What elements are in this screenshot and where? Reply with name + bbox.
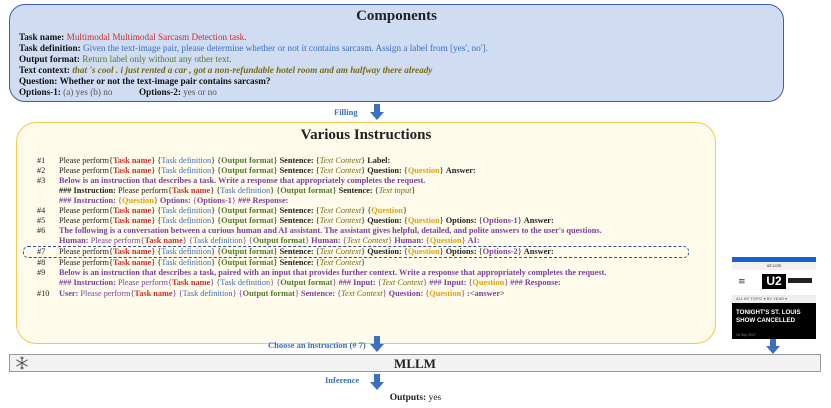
text-context-value: that 's cool . i just rented a car , got… bbox=[72, 65, 433, 75]
instruction-number: #10 bbox=[37, 289, 50, 298]
menu-icon: ≡ bbox=[738, 277, 746, 287]
instruction-item: Human: Please perform{Task name} {Task d… bbox=[37, 236, 480, 246]
instruction-text: Human: Please perform{Task name} {Task d… bbox=[59, 236, 480, 245]
instruction-number: #2 bbox=[37, 166, 46, 175]
instruction-number: #1 bbox=[37, 156, 46, 165]
task-name-label: Task name: bbox=[19, 32, 65, 42]
instruction-text: ### Instruction: Please perform{Task nam… bbox=[59, 186, 416, 195]
outputs: Outputs: yes bbox=[0, 393, 831, 403]
component-text-context: Text context: that 's cool . i just rent… bbox=[19, 65, 432, 76]
outputs-label: Outputs: bbox=[389, 393, 427, 403]
text-context-label: Text context: bbox=[19, 65, 70, 75]
instruction-item: #10 User: Please perform{Task name} {Task… bbox=[37, 289, 505, 299]
down-arrow-icon bbox=[370, 336, 384, 352]
instruction-text: ### Instruction: Please perform{Task nam… bbox=[59, 278, 561, 287]
question-label: Question: bbox=[19, 76, 58, 86]
header-tag bbox=[788, 278, 812, 283]
component-output-format: Output format: Return label only without… bbox=[19, 54, 232, 65]
instruction-text: Below is an instruction that describes a… bbox=[59, 176, 426, 185]
instruction-item: #3 Below is an instruction that describes… bbox=[37, 176, 425, 186]
output-format-label: Output format: bbox=[19, 54, 80, 64]
mllm-label: MLLM bbox=[394, 356, 436, 371]
url-bar: u2.com bbox=[732, 262, 816, 270]
instruction-text: ### Instruction: {Question} Options: {Op… bbox=[59, 196, 289, 205]
options1-value: (a) yes (b) no bbox=[63, 87, 113, 97]
instruction-item: #4 Please perform{Task name} {Task defini… bbox=[37, 206, 407, 216]
filling-label: Filling bbox=[334, 107, 358, 117]
instruction-number: #9 bbox=[37, 268, 46, 277]
output-format-value: Return label only without any other text… bbox=[82, 54, 232, 64]
component-task-name: Task name: Multimodal Multimodal Sarcasm… bbox=[19, 32, 247, 43]
question-value: Whether or not the text-image pair conta… bbox=[59, 76, 271, 86]
component-options: Options-1: (a) yes (b) no Options-2: yes… bbox=[19, 87, 217, 98]
instruction-text: Please perform{Task name} {Task definiti… bbox=[59, 216, 554, 225]
task-definition-label: Task definition: bbox=[19, 43, 81, 53]
instruction-item: ### Instruction: Please perform{Task nam… bbox=[37, 186, 415, 196]
instruction-number: #4 bbox=[37, 206, 46, 215]
instruction-item: #6 The following is a conversation betwee… bbox=[37, 226, 602, 236]
instruction-text: Please perform{Task name} {Task definiti… bbox=[59, 206, 407, 215]
inference-label: Inference bbox=[325, 375, 360, 385]
task-definition-value: Given the text-image pair, please determ… bbox=[83, 43, 488, 53]
instruction-item: #2 Please perform{Task name} {Task defini… bbox=[37, 166, 476, 176]
down-arrow-icon bbox=[370, 104, 384, 120]
choose-label: Choose an instruction (# 7) bbox=[268, 340, 366, 350]
instruction-item: #7 Please perform{Task name} {Task defini… bbox=[37, 247, 554, 257]
headline: TONIGHT'S ST. LOUIS SHOW CANCELLED bbox=[736, 309, 801, 324]
instruction-text: Please perform{Task name} {Task definiti… bbox=[59, 258, 366, 267]
instruction-number: #5 bbox=[37, 216, 46, 225]
components-title: Components bbox=[356, 8, 437, 24]
components-panel: Components Task name: Multimodal Multimo… bbox=[9, 4, 784, 102]
headline-date: 16 Sep 2017 bbox=[736, 333, 756, 337]
instruction-item: #1 Please perform{Task name} {Task defini… bbox=[37, 156, 390, 166]
u2-logo: U2 bbox=[762, 274, 786, 289]
instruction-text: Below is an instruction that describes a… bbox=[59, 268, 607, 277]
outputs-value: yes bbox=[428, 393, 442, 403]
instruction-item: #5 Please perform{Task name} {Task defini… bbox=[37, 216, 554, 226]
status-bar bbox=[732, 257, 816, 262]
site-nav: ALL BY TOPIC ▾ BY YEAR ▾ bbox=[732, 295, 816, 303]
down-arrow-icon bbox=[370, 374, 384, 390]
instruction-text: User: Please perform{Task name} {Task de… bbox=[59, 289, 505, 298]
instruction-number: #7 bbox=[37, 247, 46, 256]
instruction-item: ### Instruction: Please perform{Task nam… bbox=[37, 278, 561, 288]
instruction-text: Please perform{Task name} {Task definiti… bbox=[59, 247, 554, 256]
component-question: Question: Whether or not the text-image … bbox=[19, 76, 270, 87]
component-task-definition: Task definition: Given the text-image pa… bbox=[19, 43, 488, 54]
instruction-text: Please perform{Task name} {Task definiti… bbox=[59, 166, 476, 175]
task-name-value: Multimodal Multimodal Sarcasm Detection … bbox=[66, 32, 247, 42]
image-down-arrow-icon bbox=[766, 338, 780, 354]
instruction-text: Please perform{Task name} {Task definiti… bbox=[59, 156, 391, 165]
instruction-number: #3 bbox=[37, 176, 46, 185]
site-header: ≡ U2 bbox=[732, 270, 816, 295]
selected-instruction-highlight bbox=[23, 246, 689, 258]
options2-value: yes or no bbox=[183, 87, 217, 97]
instruction-number: #6 bbox=[37, 226, 46, 235]
mllm-bar: MLLM bbox=[9, 354, 821, 372]
instructions-title: Various Instructions bbox=[300, 127, 432, 143]
snowflake-icon bbox=[16, 356, 28, 370]
instruction-item: #9 Below is an instruction that describes… bbox=[37, 268, 606, 278]
instruction-text: The following is a conversation between … bbox=[59, 226, 602, 235]
options1-label: Options-1: bbox=[19, 87, 61, 97]
instruction-number: #8 bbox=[37, 258, 46, 267]
instruction-item: ### Instruction: {Question} Options: {Op… bbox=[37, 196, 288, 206]
options2-label: Options-2: bbox=[139, 87, 181, 97]
instruction-item: #8 Please perform{Task name} {Task defini… bbox=[37, 258, 365, 268]
input-image: u2.com ≡ U2 ALL BY TOPIC ▾ BY YEAR ▾ TON… bbox=[732, 257, 816, 339]
